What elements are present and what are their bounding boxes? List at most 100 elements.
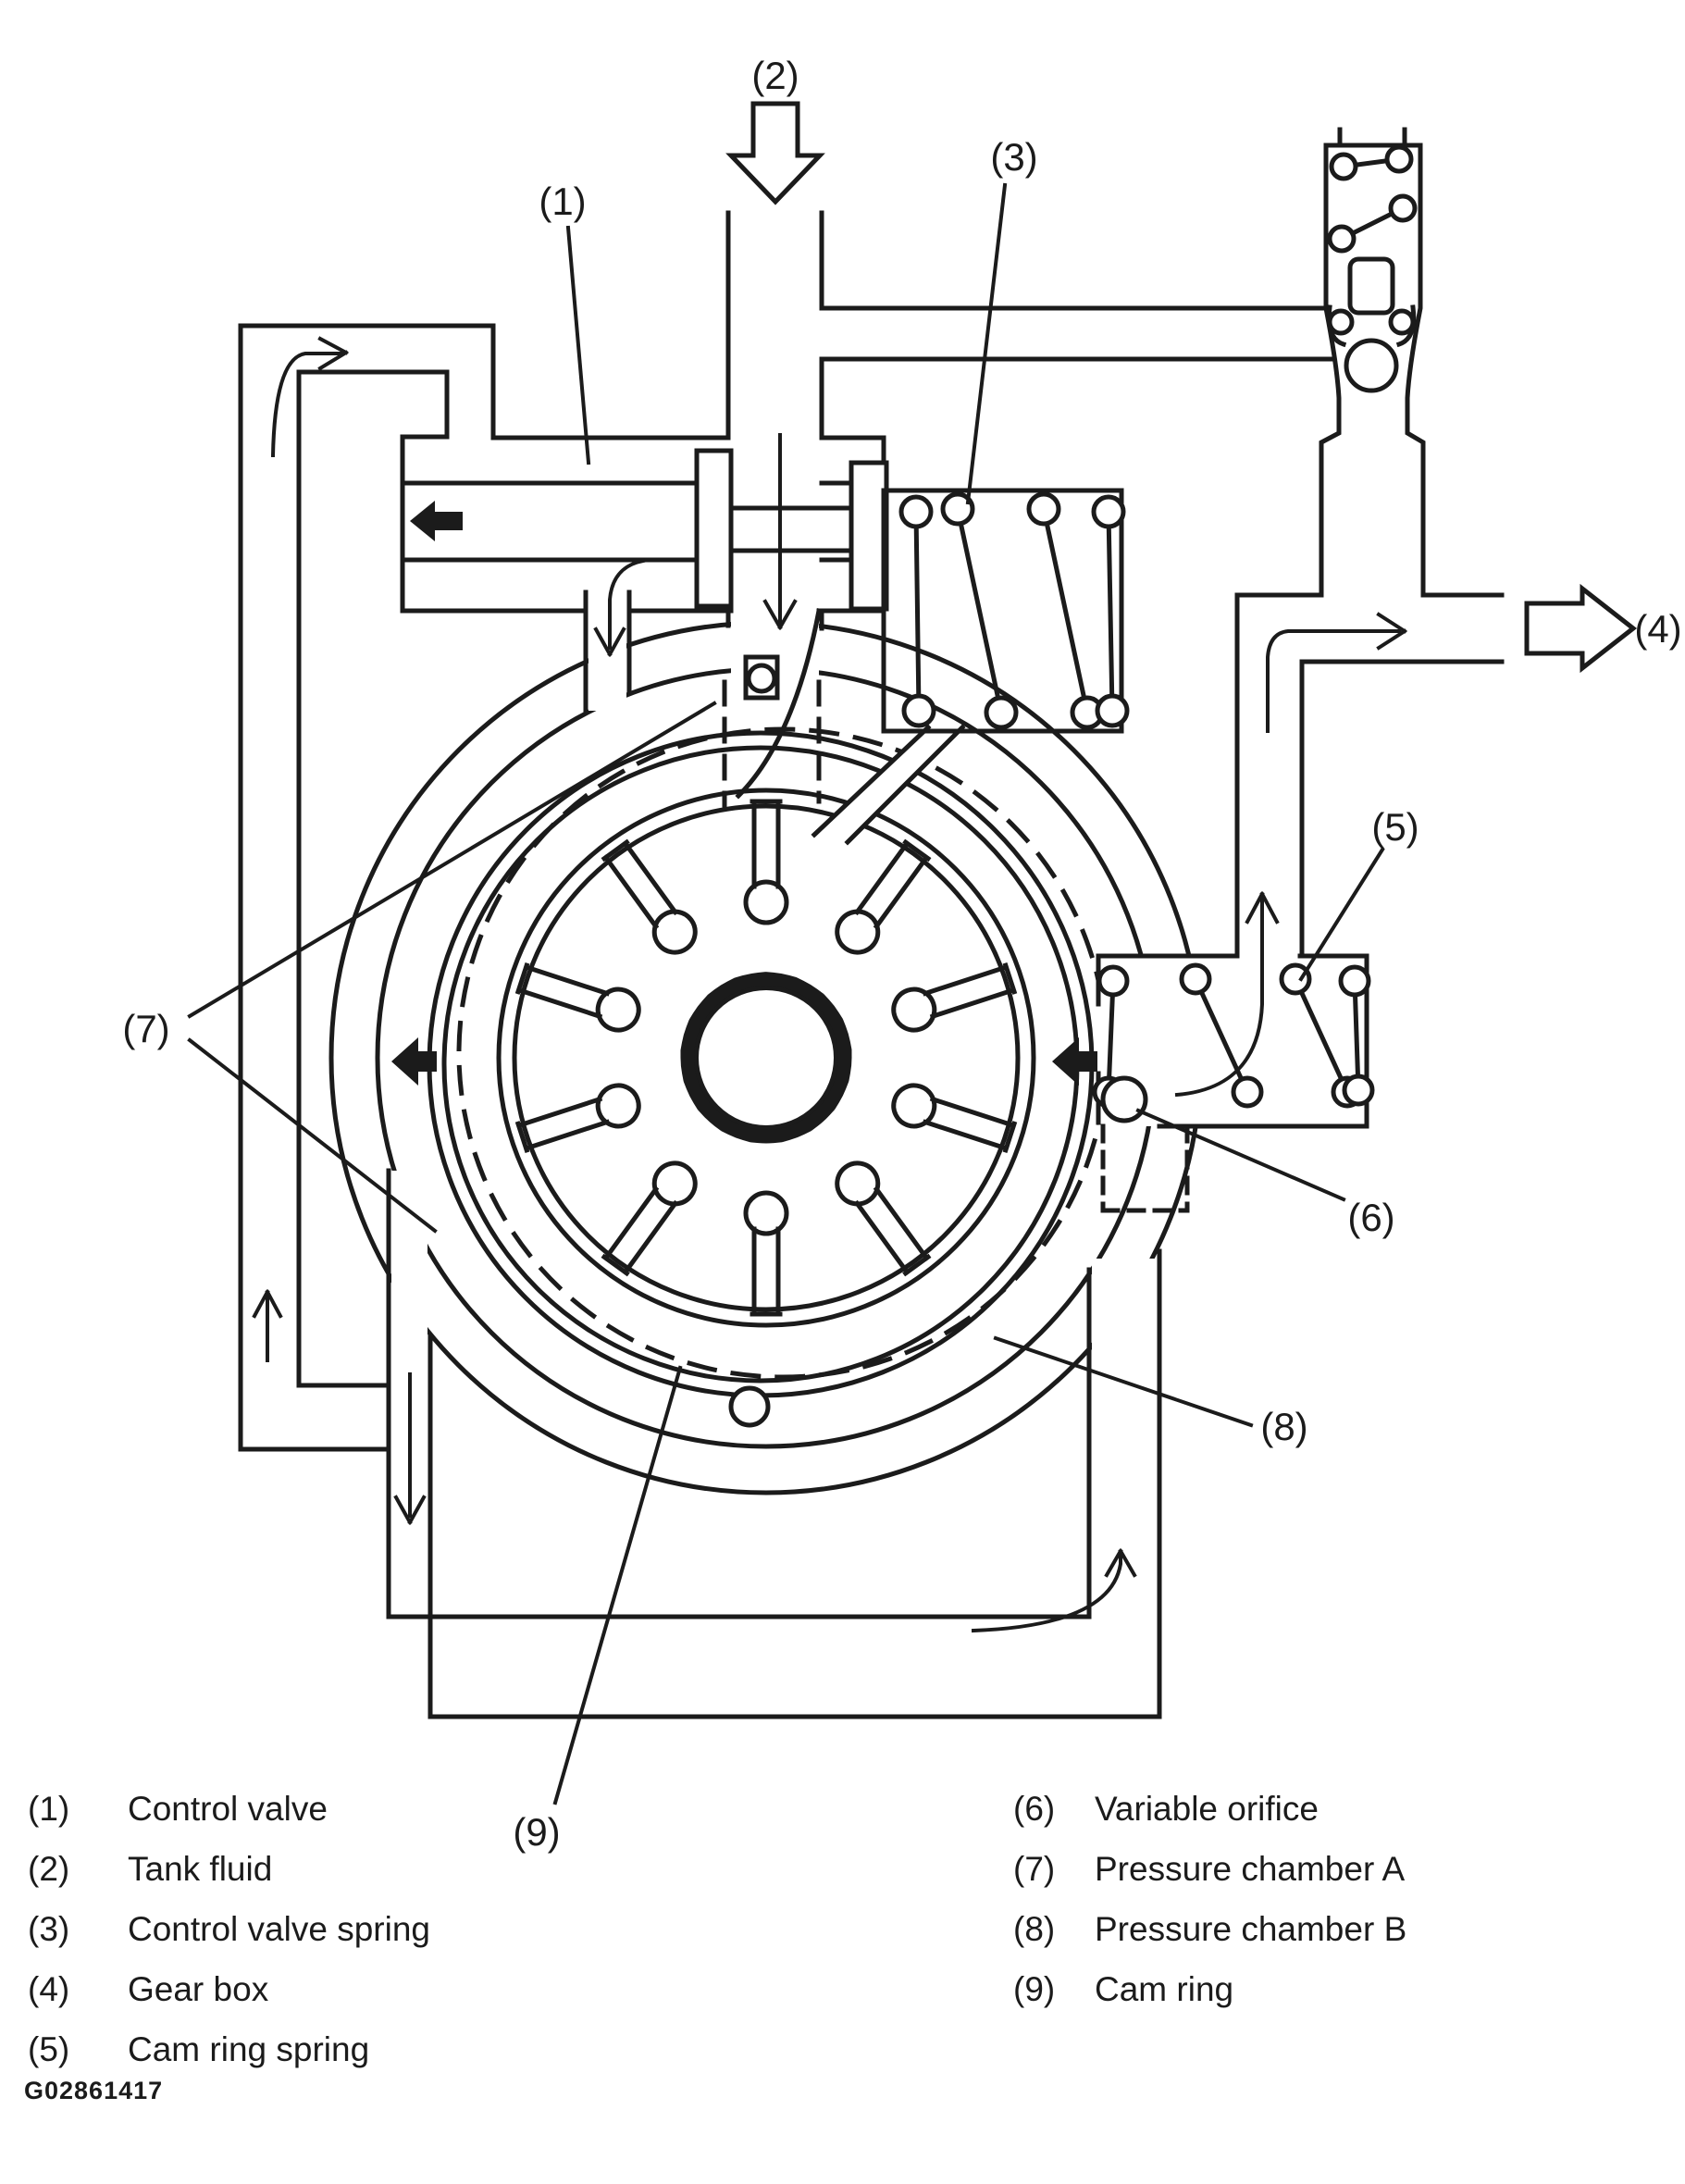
flow-arrows [252, 336, 1407, 1633]
legend-label: Cam ring spring [128, 2030, 370, 2068]
flow-arrow-outlet-right [1266, 612, 1407, 733]
relief-valve-ball [1344, 338, 1399, 393]
drive-shaft-spline [680, 972, 852, 1144]
label-7: (7) [122, 1007, 169, 1050]
vane [835, 1160, 932, 1277]
variable-orifice [1100, 1075, 1148, 1123]
legend-num: (5) [28, 2030, 70, 2068]
label-3: (3) [990, 135, 1037, 179]
flow-arrow-bottom-left-down [393, 1372, 427, 1525]
control-valve-spring [881, 488, 1130, 734]
legend-num: (4) [28, 1970, 70, 2008]
legend-label: Gear box [128, 1970, 269, 2008]
cam-ring-pin-roller [746, 663, 777, 694]
tank-fluid-inlet-arrow-icon [725, 101, 825, 205]
flow-arrow-return-top [270, 336, 349, 458]
vane [601, 838, 698, 955]
legend-item-variable-orifice: (6) Variable orifice [1013, 1788, 1406, 1830]
rotor-outer [496, 788, 1036, 1328]
bottom-duct-outer [238, 1248, 1162, 1719]
cam-ring-spring-box [1092, 953, 1375, 1213]
legend-item-gear-box: (4) Gear box [28, 1968, 430, 2011]
flow-arrow-bottom-right-up [971, 1548, 1137, 1633]
legend-item-pressure-chamber-a: (7) Pressure chamber A [1013, 1848, 1406, 1891]
legend-num: (2) [28, 1850, 70, 1888]
legend-label: Control valve [128, 1790, 328, 1828]
discharge-passage [811, 724, 966, 846]
legend-item-cam-ring-spring: (5) Cam ring spring [28, 2029, 430, 2071]
return-pipe-inner [296, 369, 450, 1388]
flow-arrow-valve-down [593, 558, 646, 657]
label-4: (4) [1634, 607, 1681, 651]
leader-7b [187, 1037, 438, 1234]
legend-num: (6) [1013, 1790, 1056, 1828]
legend-item-tank-fluid: (2) Tank fluid [28, 1848, 430, 1891]
spool-land [694, 448, 734, 609]
spool-piston [849, 460, 889, 612]
spool-force-arrow-icon [410, 501, 463, 541]
vane [743, 799, 789, 925]
legend-left-column: (1) Control valve (2) Tank fluid (3) Con… [28, 1788, 430, 2089]
flow-arrow-orifice-up [1174, 891, 1280, 1098]
diagram-number-labels: (1) (2) (3) (4) (5) (6) (7) (8) (9) [122, 54, 1681, 1854]
leader-1 [565, 225, 591, 465]
legend-label: Variable orifice [1095, 1790, 1319, 1828]
pressure-chamber-b-port-dashed [1100, 1123, 1190, 1213]
relief-valve-poppet [1326, 256, 1417, 348]
vane [891, 1083, 1018, 1154]
vanes [514, 799, 1018, 1317]
legend-item-control-valve-spring: (3) Control valve spring [28, 1908, 430, 1951]
vane [601, 1160, 698, 1277]
label-2: (2) [751, 54, 799, 97]
leader-9 [552, 1365, 683, 1806]
chamber-b-port-walls [1086, 1248, 1162, 1619]
flow-arrow-inlet-down [762, 433, 798, 630]
outlet-channel [1234, 592, 1505, 959]
cam-pressure-arrow-right-icon [1052, 1037, 1097, 1086]
flow-arrow-left-pipe-up [252, 1289, 283, 1362]
legend-item-control-valve: (1) Control valve [28, 1788, 430, 1830]
label-6: (6) [1347, 1196, 1394, 1239]
leader-6 [1135, 1108, 1346, 1202]
suction-port-left-walls [386, 1168, 433, 1617]
vane [514, 1083, 641, 1154]
label-9: (9) [513, 1810, 560, 1854]
cam-ring-pivot [728, 1385, 771, 1428]
vane [743, 1190, 789, 1317]
relief-valve [1319, 127, 1426, 598]
leader-3 [965, 182, 1008, 505]
relief-duct [819, 305, 1336, 362]
pipes [238, 210, 1505, 1719]
rotor-inner [512, 803, 1021, 1312]
legend-item-cam-ring: (9) Cam ring [1013, 1968, 1406, 2011]
vane [514, 962, 641, 1033]
leader-8 [993, 1335, 1254, 1428]
control-valve [400, 435, 889, 715]
legend-label: Control valve spring [128, 1910, 430, 1948]
figure-code: G02861417 [24, 2077, 164, 2104]
cam-pressure-arrow-left-icon [391, 1037, 437, 1086]
legend-num: (9) [1013, 1970, 1056, 2008]
legend-num: (1) [28, 1790, 70, 1828]
inlet-channel [722, 210, 824, 808]
gearbox-outlet-arrow-icon [1524, 583, 1638, 674]
legend-label: Pressure chamber A [1095, 1850, 1406, 1888]
legend-label: Tank fluid [128, 1850, 273, 1888]
vane [835, 838, 932, 955]
legend-num: (3) [28, 1910, 70, 1948]
label-5: (5) [1371, 805, 1419, 849]
legend-num: (7) [1013, 1850, 1056, 1888]
cam-ring-spring [1092, 962, 1375, 1109]
vane [891, 962, 1018, 1033]
leader-5 [1298, 847, 1385, 982]
legend-label: Cam ring [1095, 1970, 1234, 2008]
return-pipe-outer [238, 323, 731, 1452]
legend-item-pressure-chamber-b: (8) Pressure chamber B [1013, 1908, 1406, 1951]
leader-7a [187, 701, 717, 1019]
legend-label: Pressure chamber B [1095, 1910, 1407, 1948]
spool-stem [728, 505, 854, 553]
label-8: (8) [1260, 1405, 1307, 1448]
relief-valve-spring [1327, 144, 1418, 254]
